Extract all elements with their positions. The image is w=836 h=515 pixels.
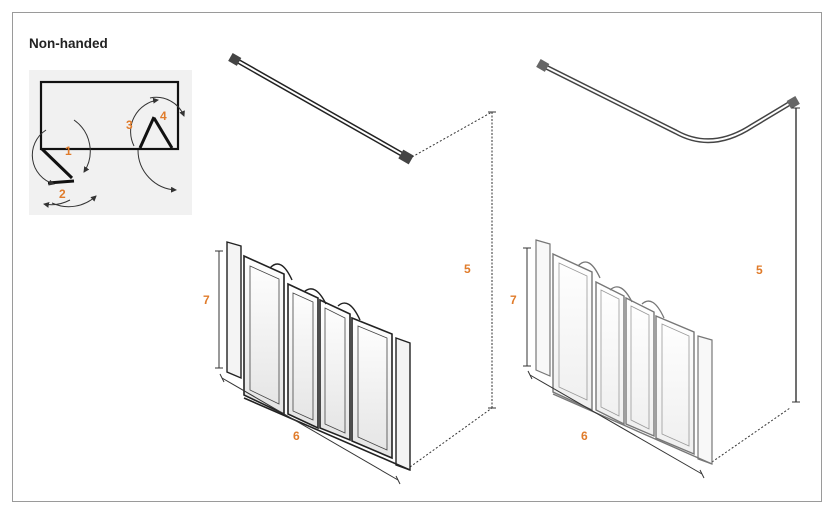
left-total-height-label: 5 [464,262,471,276]
right-width-label: 6 [581,429,588,443]
right-product: 7 6 5 [510,59,800,479]
width-dimension-line [221,377,399,481]
bifold-doors-light [535,239,713,465]
left-door-leaf [40,147,74,180]
right-door-leaf [138,116,156,149]
width-dimension-line [529,374,703,475]
swing-arc [73,119,91,173]
key-label-4: 4 [160,109,167,123]
guide-line [409,407,493,468]
curved-curtain-rail [536,59,800,144]
key-label-1: 1 [65,144,72,158]
swing-arc [137,149,177,193]
swing-arc [31,129,55,186]
right-height-label: 7 [510,293,517,307]
left-product: 7 6 5 [203,53,496,485]
guide-line [411,111,493,158]
key-label-2: 2 [59,187,66,201]
right-door-leaf-open [152,117,174,149]
swing-arc [130,97,159,147]
bifold-doors [226,241,411,471]
right-total-height-label: 5 [756,263,763,277]
page-title: Non-handed [29,36,108,51]
swing-arc [149,96,185,117]
door-swing-key-panel [29,70,192,215]
tray-outline [39,80,180,151]
key-label-3: 3 [126,118,133,132]
left-door-leaf-open [47,179,75,185]
door-swing-key: 1 2 3 4 [31,80,185,208]
left-height-label: 7 [203,293,210,307]
left-width-label: 6 [293,429,300,443]
straight-curtain-rail [228,53,414,165]
swing-arc [43,199,71,208]
guide-line [711,407,791,463]
